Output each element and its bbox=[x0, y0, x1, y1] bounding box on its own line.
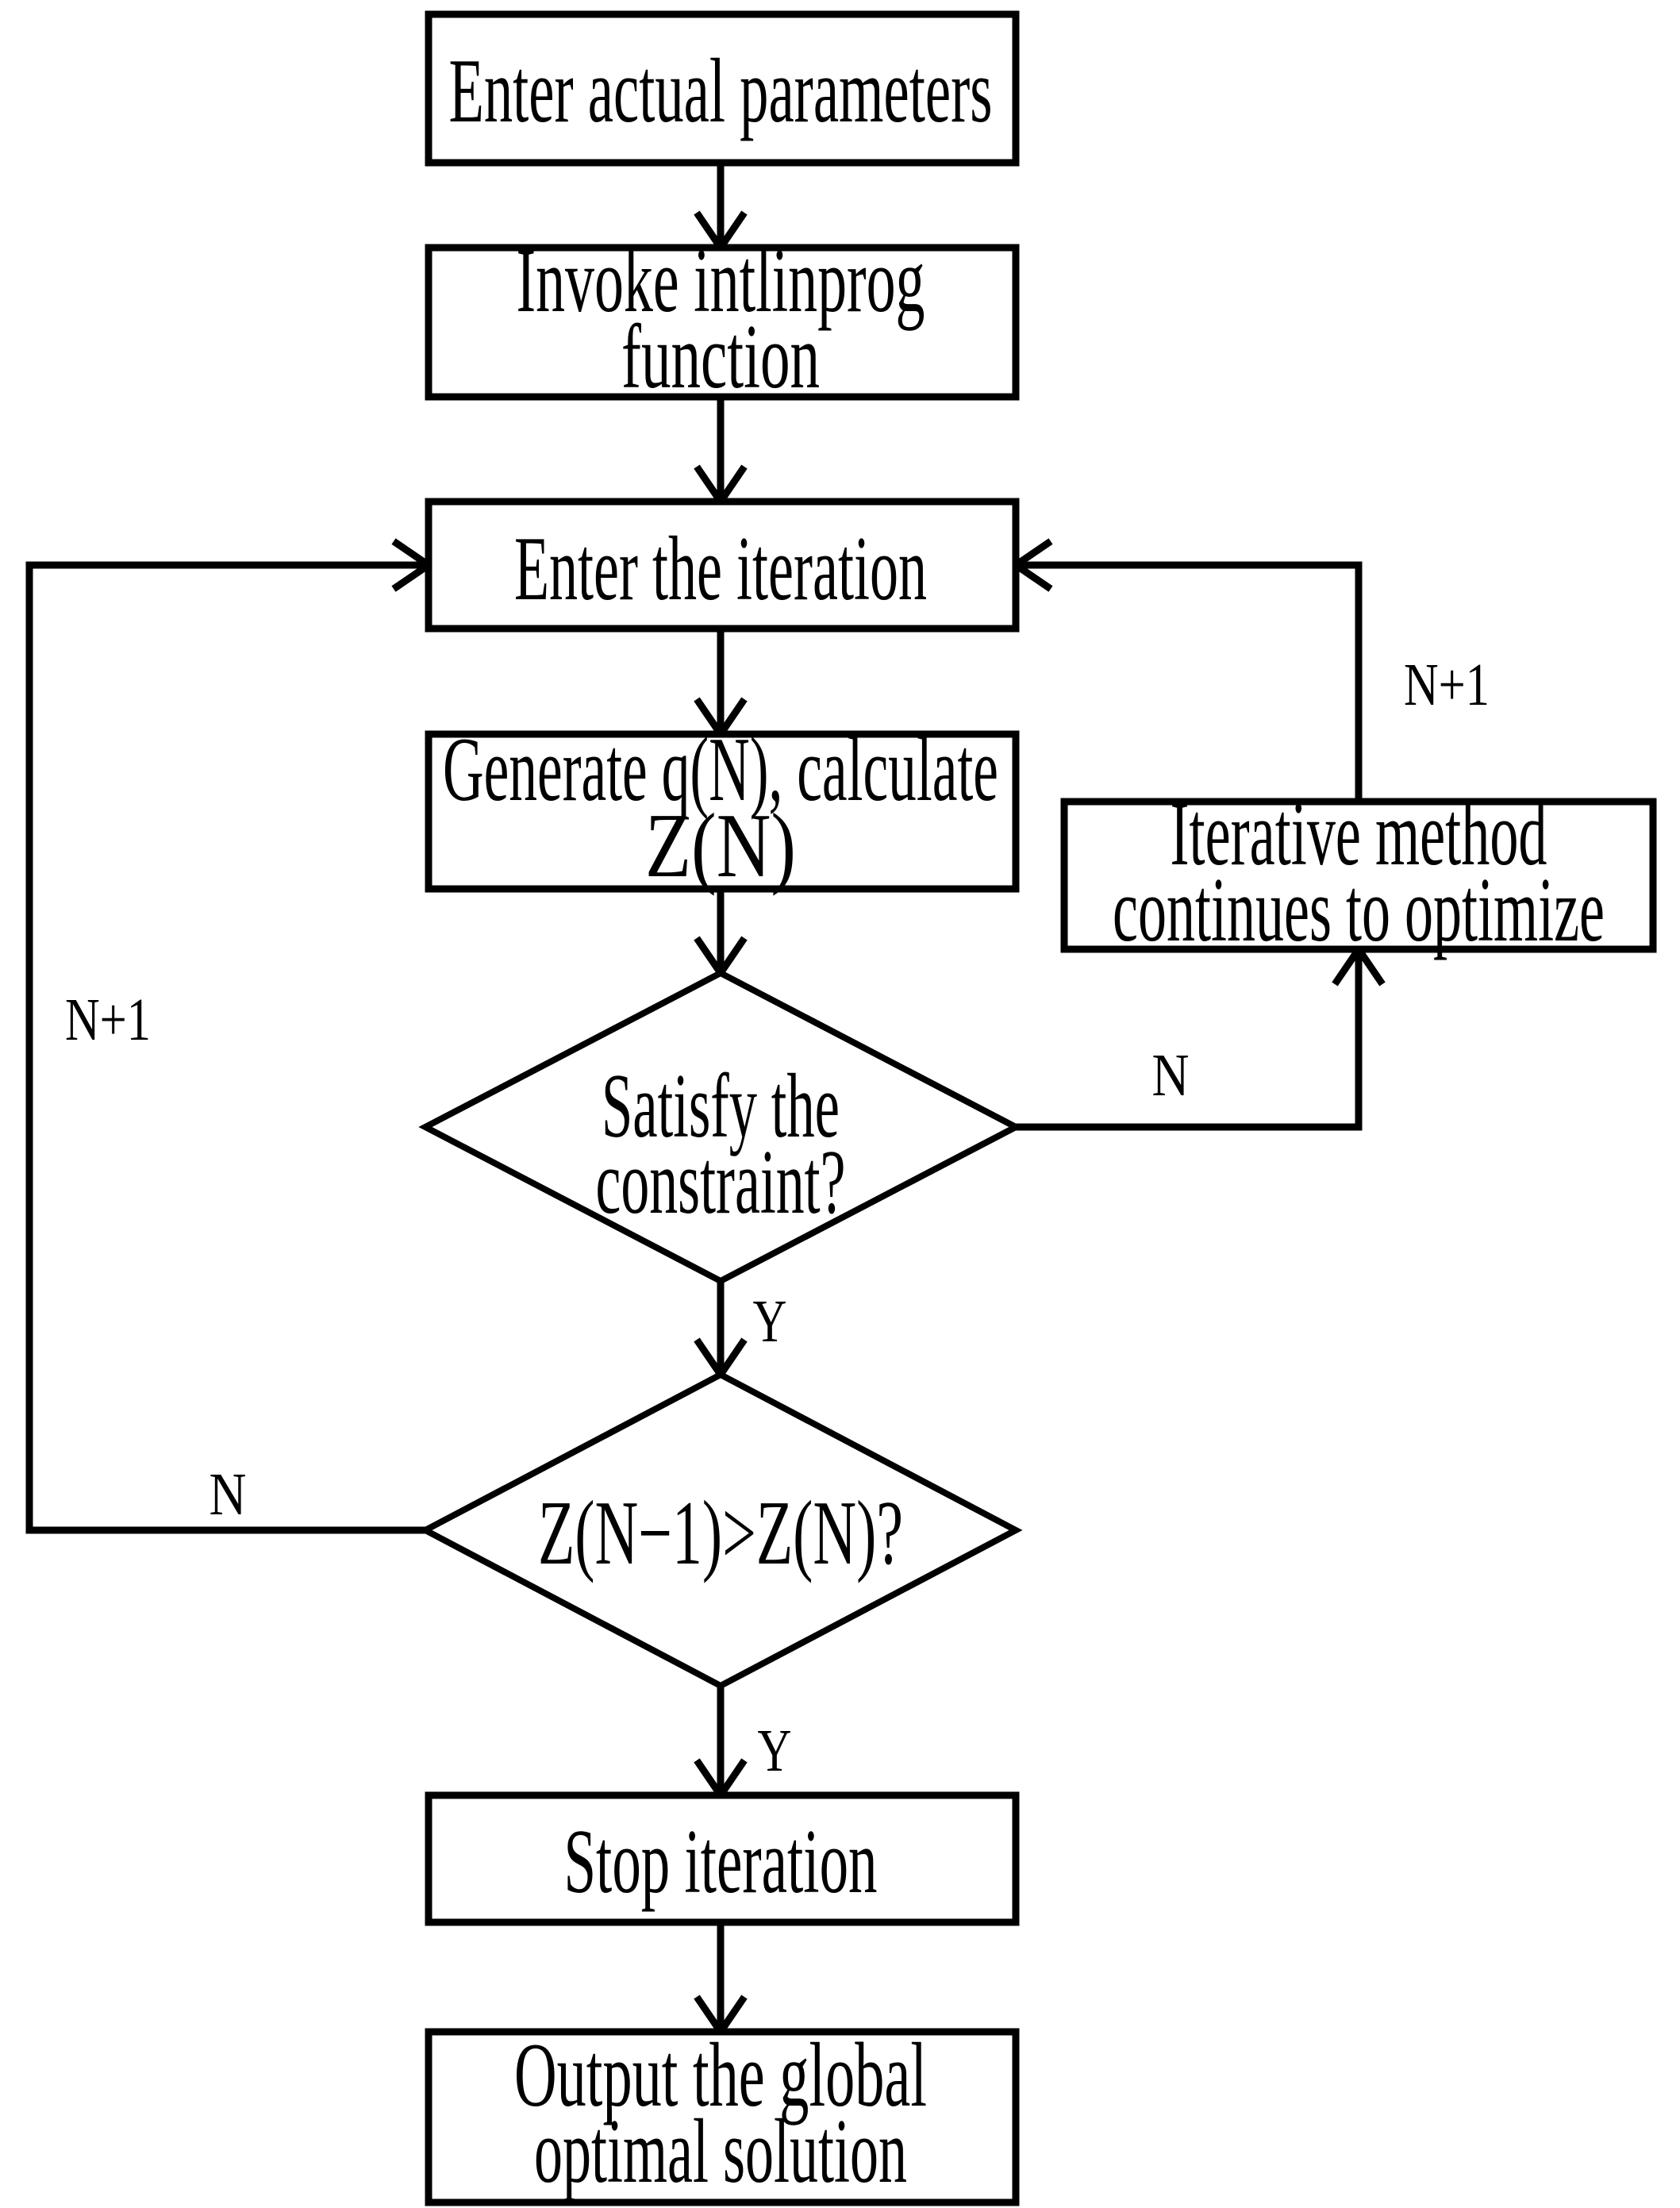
output-solution-label-line1: Output the global bbox=[514, 2025, 927, 2125]
invoke-intlinprog-label-line2: function bbox=[621, 306, 820, 407]
stop-iteration-box bbox=[425, 1791, 1020, 1926]
iterative-optimize-label-line1: Iterative method bbox=[1171, 783, 1547, 884]
label-satisfy-no: N bbox=[1152, 1042, 1190, 1109]
label-satisfy-yes: Y bbox=[753, 1288, 787, 1355]
node-generate-calculate: Generate q(N), calculate Z(N) bbox=[425, 719, 1020, 896]
satisfy-constraint-diamond bbox=[418, 969, 1023, 1285]
iterative-optimize-box bbox=[1060, 798, 1657, 953]
node-enter-iteration: Enter the iteration bbox=[425, 498, 1020, 633]
label-compare-yes: Y bbox=[758, 1718, 792, 1784]
iterative-optimize-label-line2: continues to optimize bbox=[1113, 860, 1605, 960]
node-output-solution: Output the global optimal solution bbox=[425, 2025, 1020, 2206]
node-invoke-intlinprog: Invoke intlinprog function bbox=[425, 230, 1020, 407]
generate-calculate-label-line1: Generate q(N), calculate bbox=[443, 719, 998, 820]
node-stop-iteration: Stop iteration bbox=[425, 1791, 1020, 1926]
satisfy-constraint-label-line1: Satisfy the bbox=[602, 1056, 840, 1156]
output-solution-label-line2: optimal solution bbox=[534, 2101, 907, 2202]
node-compare-z: Z(N−1)>Z(N)? bbox=[418, 1371, 1023, 1690]
label-right-loop-increment: N+1 bbox=[1404, 652, 1490, 718]
node-enter-parameters: Enter actual parameters bbox=[425, 10, 1020, 167]
generate-calculate-box bbox=[425, 730, 1020, 893]
output-solution-box bbox=[425, 2028, 1020, 2206]
compare-z-label: Z(N−1)>Z(N)? bbox=[538, 1483, 903, 1583]
enter-parameters-box bbox=[425, 10, 1020, 167]
edge-compare-no-left-loop bbox=[25, 538, 435, 1534]
compare-z-diamond bbox=[418, 1371, 1023, 1690]
stop-iteration-label: Stop iteration bbox=[564, 1811, 878, 1912]
label-compare-no: N bbox=[210, 1461, 247, 1528]
enter-iteration-box bbox=[425, 498, 1020, 633]
invoke-intlinprog-box bbox=[425, 244, 1020, 401]
generate-calculate-label-line2: Z(N) bbox=[645, 795, 796, 896]
enter-iteration-label: Enter the iteration bbox=[514, 518, 927, 619]
satisfy-constraint-label-line2: constraint? bbox=[596, 1132, 846, 1233]
invoke-intlinprog-label-line1: Invoke intlinprog bbox=[517, 230, 925, 331]
label-left-loop-increment: N+1 bbox=[65, 987, 151, 1053]
node-iterative-optimize: Iterative method continues to optimize bbox=[1060, 783, 1657, 960]
enter-parameters-label: Enter actual parameters bbox=[449, 40, 993, 141]
node-satisfy-constraint: Satisfy the constraint? bbox=[418, 969, 1023, 1285]
edge-satisfy-no bbox=[1016, 943, 1386, 1131]
edge-right-loop-return bbox=[1009, 538, 1363, 802]
